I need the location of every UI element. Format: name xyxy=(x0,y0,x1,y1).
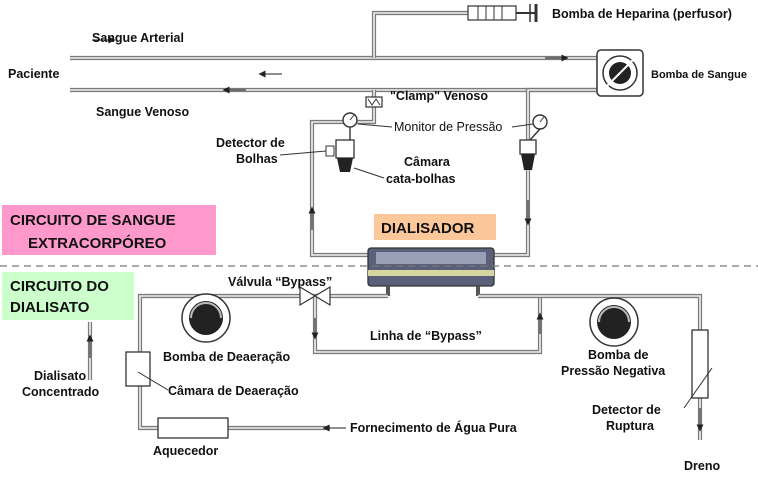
rupture-detector-label-1: Detector de xyxy=(592,403,661,417)
dialyzer-label-box: DIALISADOR xyxy=(374,214,496,240)
pressure-monitor-label: Monitor de Pressão xyxy=(394,120,502,134)
blood-flow-arrows xyxy=(92,36,569,230)
patient-label: Paciente xyxy=(8,67,59,81)
clamp-icon xyxy=(365,96,383,108)
bypass-valve-icon xyxy=(299,285,331,307)
blood-circuit-title-box: CIRCUITO DE SANGUE EXTRACORPÓREO xyxy=(2,205,216,255)
pressure-gauge-icon xyxy=(342,112,358,140)
concentrate-label-1: Dialisato xyxy=(34,369,86,383)
blood-circuit-title-2: EXTRACORPÓREO xyxy=(28,234,167,252)
blood-pump-label: Bomba de Sangue xyxy=(651,69,747,81)
negative-pressure-pump-label-1: Bomba de xyxy=(588,348,648,362)
rupture-detector-icon xyxy=(683,329,713,409)
blood-circuit-title-1: CIRCUITO DE SANGUE xyxy=(10,212,176,229)
negative-pressure-pump-label-2: Pressão Negativa xyxy=(561,364,666,378)
arterial-blood-label: Sangue Arterial xyxy=(92,31,184,45)
dialyzer-label: DIALISADOR xyxy=(381,220,475,237)
deaeration-chamber-label: Câmara de Deaeração xyxy=(168,384,299,398)
venous-clamp-label: "Clamp" Venoso xyxy=(390,89,488,103)
dialysate-circuit-title-1: CIRCUITO DO xyxy=(10,278,109,295)
deaeration-pump-icon xyxy=(181,293,231,343)
bubble-chamber-icon xyxy=(325,139,355,172)
heater-label: Aquecedor xyxy=(153,444,218,458)
bubble-chamber-label-2: cata-bolhas xyxy=(386,172,456,186)
negative-pressure-pump-icon xyxy=(589,297,639,347)
deaeration-pump-label: Bomba de Deaeração xyxy=(163,350,291,364)
bubble-detector-label-2: Bolhas xyxy=(236,152,278,166)
pressure-gauge-icon xyxy=(529,114,548,141)
venous-blood-label: Sangue Venoso xyxy=(96,105,189,119)
dialyzer-icon xyxy=(367,247,495,296)
drip-chamber-icon xyxy=(519,139,537,170)
dialysate-circuit-title-box: CIRCUITO DO DIALISATO xyxy=(2,272,134,320)
pure-water-supply-label: Fornecimento de Água Pura xyxy=(350,420,518,435)
blood-pump-icon xyxy=(596,49,644,97)
rupture-detector-label-2: Ruptura xyxy=(606,419,655,433)
dialysate-circuit-title-2: DIALISATO xyxy=(10,299,90,316)
concentrate-label-2: Concentrado xyxy=(22,385,99,399)
bypass-line-label: Linha de “Bypass” xyxy=(370,329,482,343)
heater-icon xyxy=(157,417,229,439)
bypass-valve-label: Válvula “Bypass” xyxy=(228,275,332,289)
blood-tubing xyxy=(70,10,600,258)
syringe-icon xyxy=(467,4,538,22)
heparin-pump-label: Bomba de Heparina (perfusor) xyxy=(552,7,732,21)
bubble-detector-label-1: Detector de xyxy=(216,136,285,150)
drain-label: Dreno xyxy=(684,459,720,473)
bubble-chamber-label-1: Câmara xyxy=(404,155,451,169)
deaeration-chamber-icon xyxy=(125,351,169,391)
dialysate-flow-arrows xyxy=(86,312,704,432)
